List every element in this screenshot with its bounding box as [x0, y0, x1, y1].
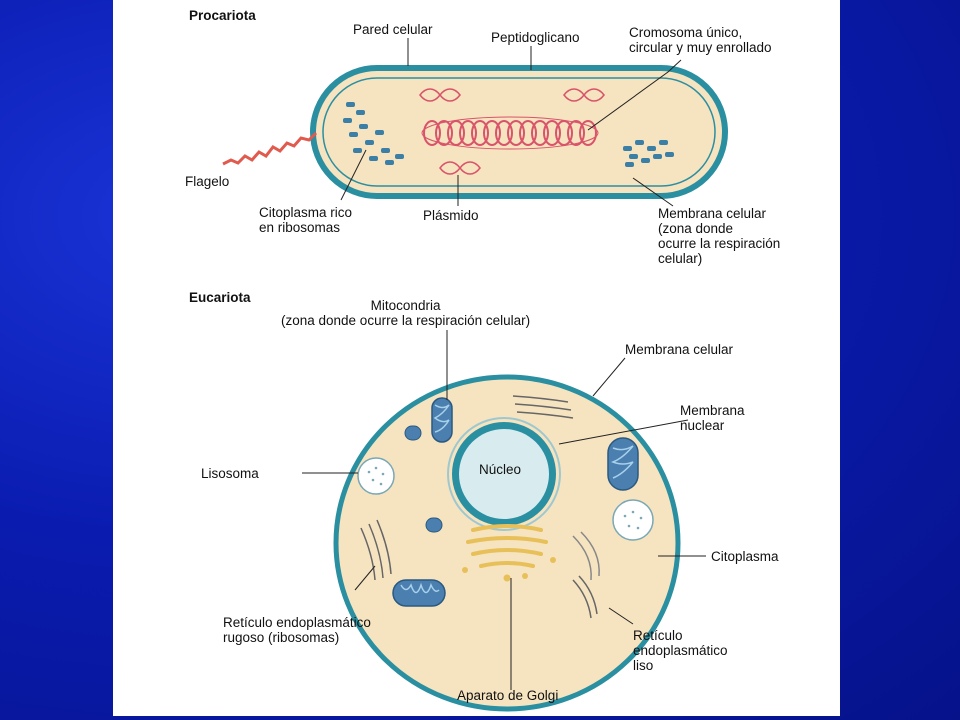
lysosomes: [357, 457, 654, 541]
label-peptidoglicano: Peptidoglicano: [491, 30, 580, 45]
label-citoplasma-procariota: Citoplasma rico en ribosomas: [259, 205, 353, 235]
chromosome: [421, 116, 599, 150]
eukaryote-leaders: [302, 330, 706, 690]
mitochondria: [392, 397, 639, 607]
label-membrana-celular: Membrana celular: [625, 342, 734, 357]
eukaryote-cell: [302, 330, 706, 712]
label-mitocondria: Mitocondria (zona donde ocurre la respir…: [281, 298, 531, 328]
ribosomes: [343, 102, 674, 167]
prokaryote-title: Procariota: [189, 8, 256, 23]
label-cromosoma: Cromosoma único, circular y muy enrollad…: [629, 25, 772, 55]
label-lisosoma: Lisosoma: [201, 466, 259, 481]
golgi: [466, 524, 548, 568]
label-reticulo-rugoso: Retículo endoplasmático rugoso (ribosoma…: [223, 615, 371, 645]
label-pared-celular: Pared celular: [353, 22, 433, 37]
label-flagelo: Flagelo: [185, 174, 230, 189]
prokaryote-membrane: [322, 77, 716, 187]
prokaryote-leaders: [340, 38, 682, 207]
cell-diagram: [222, 38, 728, 712]
prokaryote-wall: [310, 65, 728, 199]
label-membrana-nuclear: Membrana nuclear: [680, 403, 745, 433]
eukaryote-membrane: [333, 374, 681, 712]
label-reticulo-liso: Retículo endoplasmático liso: [633, 628, 728, 673]
label-citoplasma-eucariota: Citoplasma: [711, 549, 779, 564]
flagellum: [222, 131, 318, 166]
eukaryote-title: Eucariota: [189, 290, 251, 305]
plasmid: [419, 88, 605, 175]
label-plasmido: Plásmido: [423, 208, 479, 223]
label-golgi: Aparato de Golgi: [457, 688, 559, 703]
label-membrana-procariota: Membrana celular (zona donde ocurre la r…: [658, 206, 781, 266]
label-nucleo: Núcleo: [479, 462, 522, 477]
diagram-panel: Procariota Pared celular Peptidoglicano …: [113, 0, 840, 716]
prokaryote-cell: [222, 38, 728, 207]
smooth-er: [572, 531, 600, 581]
nucleus: [459, 429, 549, 519]
rough-er: [360, 395, 598, 619]
